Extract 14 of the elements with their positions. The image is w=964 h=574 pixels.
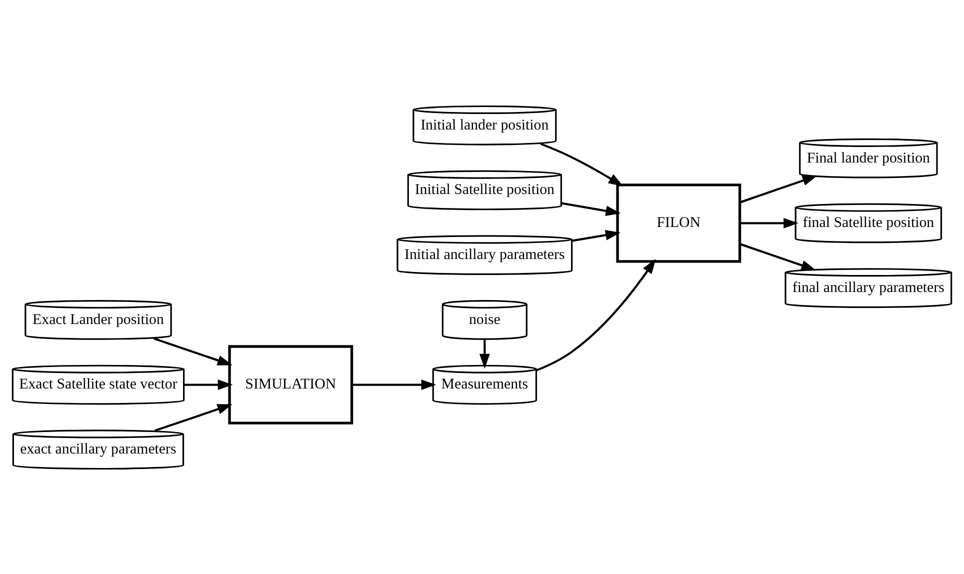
arrow xyxy=(153,337,232,365)
node-box: FILON xyxy=(616,183,742,262)
arrow xyxy=(536,258,656,371)
node-box: SIMULATION xyxy=(228,344,354,424)
arrow xyxy=(184,379,233,390)
arrow xyxy=(740,242,816,270)
arrow xyxy=(540,142,624,186)
arrow xyxy=(740,217,798,228)
arrow xyxy=(352,379,436,390)
arrow xyxy=(561,202,621,216)
arrow xyxy=(740,175,818,203)
arrow xyxy=(479,338,490,368)
arrow xyxy=(572,229,620,242)
arrow xyxy=(154,404,232,432)
